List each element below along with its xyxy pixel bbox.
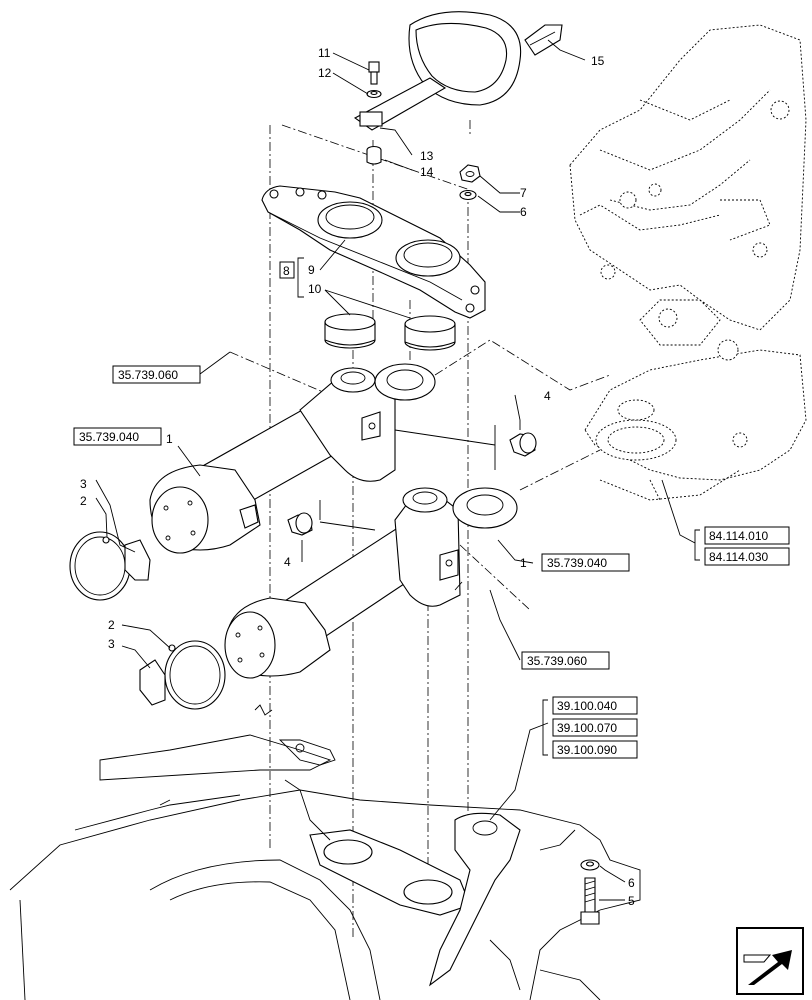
callout-7: 7: [520, 186, 527, 200]
ref-35739060-lower[interactable]: 35.739.060: [527, 654, 587, 668]
callout-2-lower: 2: [108, 618, 115, 632]
callout-13: 13: [420, 149, 434, 163]
ref-35739040-lower[interactable]: 35.739.040: [547, 556, 607, 570]
nut-washer-right: [459, 164, 481, 201]
steering-cylinder-upper: [149, 363, 436, 554]
callout-2-upper: 2: [80, 494, 87, 508]
hose-clamp-strap: [353, 11, 563, 131]
ref-84114030[interactable]: 84.114.030: [709, 550, 768, 564]
callout-numbers: 11 12 13 14 15 7 6 9 10 4 1 3 2 4 1 2 3 …: [80, 46, 635, 908]
reference-boxes[interactable]: 35.739.060 35.739.040 35.739.040 35.739.…: [73, 365, 790, 759]
bolt-washer-bush-top: [366, 61, 382, 165]
callout-10: 10: [308, 282, 322, 296]
front-axle-chassis-outline: [9, 704, 641, 1000]
retaining-rings-and-caps: [69, 531, 226, 710]
callout-1-upper: 1: [166, 432, 173, 446]
ref-35739060-upper[interactable]: 35.739.060: [118, 368, 178, 382]
callout-4-right: 4: [544, 389, 551, 403]
callout-8-group: 8: [279, 257, 304, 298]
bolt-washer-bottom: [580, 859, 600, 925]
callout-5: 5: [628, 894, 635, 908]
leader-lines: [95, 39, 696, 901]
arrow-orientation-icon: [736, 927, 804, 995]
ref-39100040[interactable]: 39.100.040: [557, 699, 617, 713]
ref-39100090[interactable]: 39.100.090: [557, 743, 617, 757]
ref-39100070[interactable]: 39.100.070: [557, 721, 617, 735]
ref-84114010[interactable]: 84.114.010: [709, 529, 768, 543]
callout-1-lower: 1: [520, 556, 527, 570]
callout-3-upper: 3: [80, 477, 87, 491]
ref-35739040-upper[interactable]: 35.739.040: [79, 430, 139, 444]
callout-11: 11: [318, 46, 331, 60]
steering-cylinder-lower: [224, 487, 518, 679]
callout-8: 8: [283, 264, 290, 278]
callout-9: 9: [308, 263, 315, 277]
bushings: [324, 313, 456, 351]
callout-4-left: 4: [284, 555, 291, 569]
callout-3-lower: 3: [108, 637, 115, 651]
callout-15: 15: [591, 54, 605, 68]
callout-12: 12: [318, 66, 332, 80]
callout-6-lower: 6: [628, 876, 635, 890]
callout-14: 14: [420, 165, 434, 179]
grease-fittings: [287, 432, 537, 536]
callout-6: 6: [520, 205, 527, 219]
cylinder-bracket: [261, 185, 486, 319]
frame-outline-upper-right: [569, 24, 807, 501]
